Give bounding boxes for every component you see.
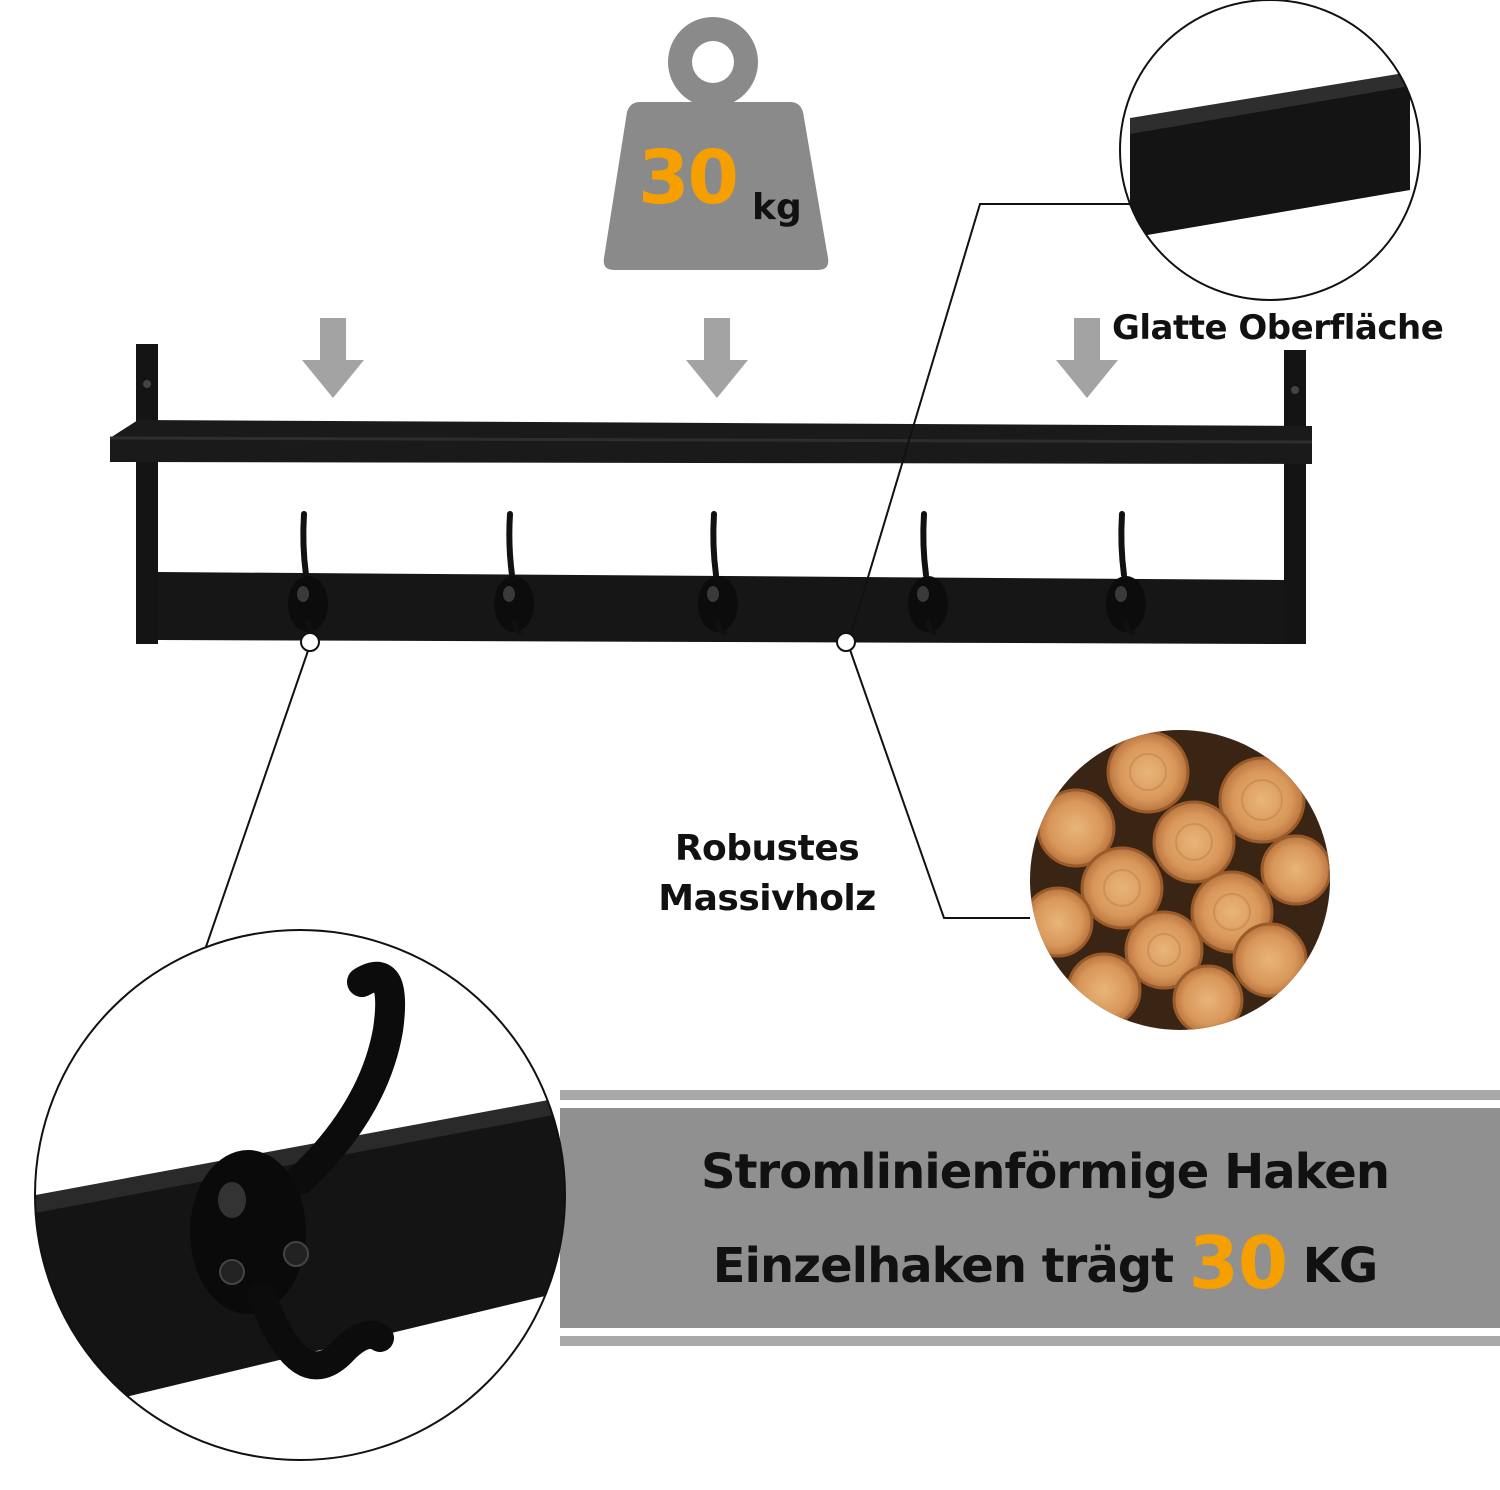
hook-icon [908, 511, 948, 636]
banner-title: Stromlinienförmige Haken [701, 1144, 1390, 1200]
banner-capacity-unit: KG [1286, 1238, 1379, 1294]
banner-subtitle: Einzelhaken trägt 30 KG [620, 1218, 1470, 1311]
feature-banner [560, 1090, 1500, 1346]
hook-icon [1106, 511, 1146, 636]
shelf [109, 344, 1313, 644]
callout-dot [836, 632, 856, 652]
hook-icon [698, 511, 738, 636]
down-arrow-icon [686, 318, 748, 398]
smooth-surface-label: Glatte Oberfläche [1112, 308, 1444, 348]
zoom-smooth-surface [1119, 0, 1421, 301]
zoom-solid-wood [1030, 730, 1330, 1030]
weight-unit: kg [752, 187, 802, 228]
solid-wood-label: Robustes Massivholz [658, 828, 876, 919]
weight-icon [603, 16, 829, 270]
weight-value: 30 [638, 135, 739, 221]
banner-subtitle-prefix: Einzelhaken trägt [712, 1238, 1189, 1294]
hook-icon [288, 511, 328, 636]
callout-dot [300, 632, 320, 652]
down-arrow-icon [302, 318, 364, 398]
zoom-hook [34, 929, 566, 1461]
hooks [288, 511, 1146, 636]
down-arrow-icon [1056, 318, 1118, 398]
callout-lines [197, 203, 1132, 971]
hook-icon [494, 511, 534, 636]
banner-capacity-value: 30 [1188, 1221, 1288, 1305]
load-arrows [302, 318, 1118, 398]
